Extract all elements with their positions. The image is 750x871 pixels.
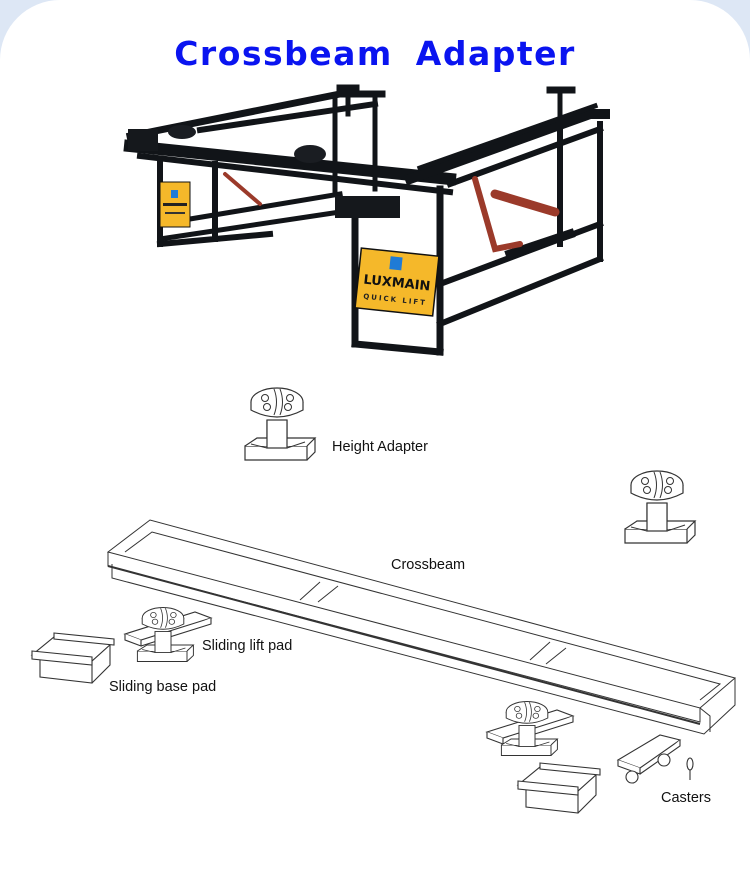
sliding-lift-pad-drawing-2 [486,701,574,756]
sliding-base-pad-drawing-1 [31,632,115,684]
label-sliding-lift-pad: Sliding lift pad [202,638,293,654]
crossbeam-drawing [106,519,737,735]
product-photo: LUXMAIN QUICK LIFT [123,84,610,356]
sliding-lift-pad-drawing-1 [124,607,212,662]
sliding-base-pad-drawing-2 [517,762,601,814]
brand-sign-large: LUXMAIN QUICK LIFT [354,247,440,317]
label-height-adapter: Height Adapter [332,439,428,455]
brand-sign-small [159,181,191,228]
height-adapter-drawing-1 [244,387,316,461]
page-title: Crossbeam Adapter [174,34,576,73]
label-casters: Casters [661,790,711,806]
parts-diagram [31,387,737,814]
svg-text:LUXMAIN: LUXMAIN [363,273,431,295]
label-crossbeam: Crossbeam [391,557,466,573]
height-adapter-drawing-2 [624,470,696,544]
casters-drawing [616,734,694,784]
label-sliding-base-pad: Sliding base pad [109,679,217,695]
